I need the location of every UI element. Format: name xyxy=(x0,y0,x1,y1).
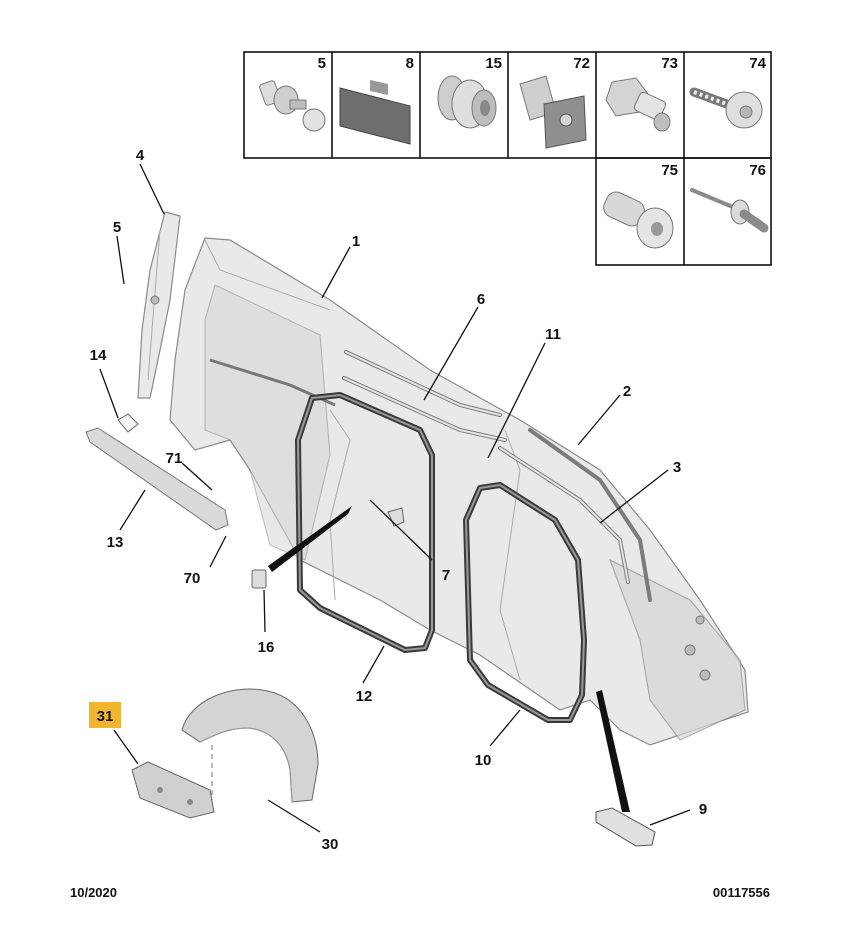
highlight-box xyxy=(89,702,121,728)
adhesive-pad-icon xyxy=(339,80,411,145)
table-cell-label: 74 xyxy=(749,55,766,72)
pointer-wedge xyxy=(268,506,352,572)
table-cell-label: 72 xyxy=(573,55,590,72)
hardware-table: 5 8 15 72 73 74 75 76 xyxy=(243,51,772,266)
splash-guard xyxy=(131,761,215,819)
table-cell-label: 76 xyxy=(749,162,766,179)
bracket-part xyxy=(251,569,267,589)
callout-label: 6 xyxy=(477,291,485,308)
callout-label: 70 xyxy=(184,570,201,587)
callout-label: 3 xyxy=(673,459,681,476)
clip-part xyxy=(117,413,139,433)
callout-label: 5 xyxy=(113,219,121,236)
trim-plate xyxy=(595,807,656,847)
callout-label: 2 xyxy=(623,383,631,400)
stud-bolt-icon xyxy=(690,188,769,233)
callout-label: 12 xyxy=(356,688,373,705)
callout-label: 11 xyxy=(545,326,561,343)
table-cell-label: 8 xyxy=(406,55,414,72)
table-cell-label: 5 xyxy=(318,55,326,72)
pointer-wedge xyxy=(596,690,630,812)
callout-label-highlighted: 31 xyxy=(97,708,114,725)
callout-label: 13 xyxy=(107,534,124,551)
callout-label: 71 xyxy=(166,450,183,467)
callout-label: 1 xyxy=(352,233,360,250)
reference-number: 00117556 xyxy=(713,885,770,900)
leader-lines xyxy=(99,163,691,833)
wheel-arch-liner xyxy=(181,688,319,803)
pillar-trim xyxy=(137,211,181,399)
callout-label: 14 xyxy=(90,347,107,364)
date-code: 10/2020 xyxy=(70,885,117,900)
callout-label: 9 xyxy=(699,801,707,818)
flange-nut-icon xyxy=(603,191,674,249)
table-cell-label: 75 xyxy=(661,162,678,179)
table-cell-label: 15 xyxy=(485,55,502,72)
grommet-icon xyxy=(437,75,497,129)
callout-label: 16 xyxy=(258,639,275,656)
callout-label: 30 xyxy=(322,836,339,853)
nut-insert-icon xyxy=(605,77,671,132)
callout-label: 7 xyxy=(442,567,450,584)
retaining-clip-icon xyxy=(519,75,587,149)
screw-icon xyxy=(689,87,763,129)
belt-strips xyxy=(342,350,652,602)
table-cell-label: 73 xyxy=(661,55,678,72)
callout-label: 4 xyxy=(136,147,145,164)
sill-strip xyxy=(85,427,229,531)
callout-label: 10 xyxy=(475,752,492,769)
side-panel-assembly xyxy=(169,237,749,746)
ball-stud-icon xyxy=(259,80,326,132)
